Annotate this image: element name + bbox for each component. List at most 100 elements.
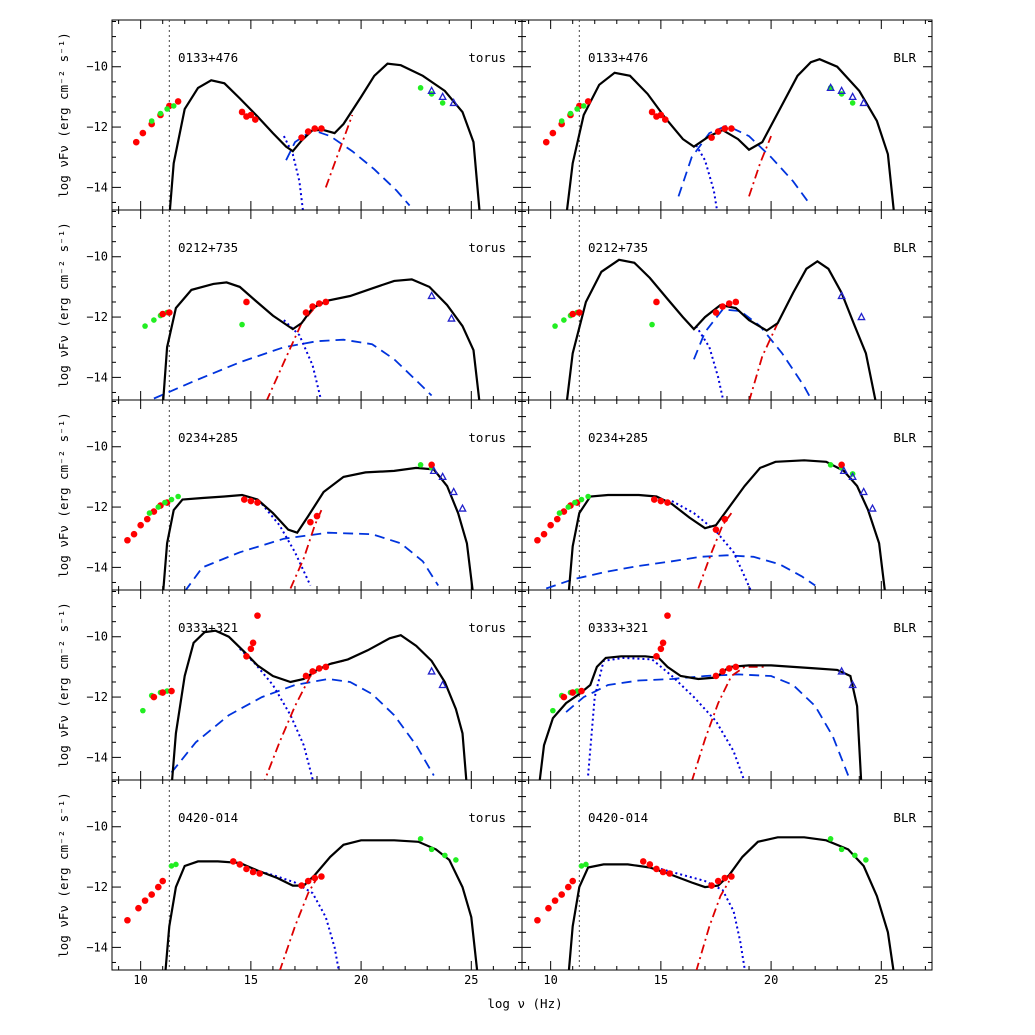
panel-source-label: 0333+321 bbox=[588, 620, 648, 635]
data-point bbox=[721, 125, 729, 132]
data-point bbox=[551, 897, 559, 904]
data-point bbox=[173, 861, 179, 868]
x-axis-title: log ν (Hz) bbox=[487, 996, 562, 1011]
plot-area bbox=[534, 836, 895, 970]
plot-area bbox=[140, 612, 468, 780]
y-axis-title: log νFν (erg cm⁻² s⁻¹) bbox=[56, 792, 71, 958]
data-point bbox=[254, 499, 261, 506]
panel-model-label: BLR bbox=[893, 240, 916, 255]
data-point bbox=[719, 668, 726, 675]
data-point bbox=[315, 300, 323, 307]
data-point bbox=[132, 138, 140, 146]
data-point bbox=[124, 536, 131, 544]
data-point bbox=[657, 111, 665, 119]
data-point bbox=[150, 693, 158, 701]
data-point bbox=[168, 687, 175, 695]
y-axis-title: log νFν (erg cm⁻² s⁻¹) bbox=[56, 222, 71, 388]
data-point bbox=[556, 510, 563, 516]
panel-model-label: torus bbox=[468, 50, 506, 65]
data-point bbox=[552, 323, 558, 329]
data-point bbox=[666, 870, 673, 877]
data-point bbox=[309, 303, 316, 310]
data-point bbox=[148, 891, 155, 898]
data-point-triangle bbox=[438, 92, 447, 101]
data-point bbox=[130, 530, 138, 538]
data-point-triangle bbox=[837, 291, 846, 300]
data-point bbox=[583, 861, 589, 868]
panel-frame bbox=[111, 779, 523, 971]
data-point bbox=[714, 128, 722, 135]
data-point bbox=[728, 873, 735, 880]
data-point bbox=[827, 836, 834, 842]
data-point bbox=[139, 129, 147, 137]
data-point bbox=[714, 877, 722, 885]
panel-model-label: torus bbox=[468, 810, 506, 825]
panel-source-label: 0133+476 bbox=[588, 50, 648, 65]
plot-area bbox=[132, 62, 481, 210]
data-point bbox=[240, 496, 248, 503]
data-point bbox=[661, 116, 669, 123]
y-tick-label: −14 bbox=[86, 560, 108, 574]
data-point bbox=[239, 321, 245, 328]
data-point bbox=[157, 110, 164, 117]
total-sed-line bbox=[565, 58, 895, 210]
disk-dashdot-line bbox=[263, 660, 344, 780]
data-point bbox=[302, 309, 310, 316]
y-tick-label: −10 bbox=[86, 250, 108, 264]
y-tick-label: −10 bbox=[86, 630, 108, 644]
data-point bbox=[124, 916, 131, 924]
data-point bbox=[549, 129, 557, 137]
data-point bbox=[534, 916, 541, 924]
data-point bbox=[247, 111, 255, 119]
disk-dashdot-line bbox=[748, 135, 772, 197]
y-axis-title: log νFν (erg cm⁻² s⁻¹) bbox=[56, 32, 71, 198]
disk-dashdot-line bbox=[695, 880, 730, 970]
data-point bbox=[236, 861, 244, 868]
data-point bbox=[721, 874, 729, 882]
data-point bbox=[141, 897, 149, 904]
panel-frame bbox=[521, 399, 933, 591]
panel-frame bbox=[111, 19, 523, 211]
data-point bbox=[243, 298, 250, 306]
y-tick-label: −12 bbox=[86, 310, 108, 324]
data-point bbox=[838, 846, 845, 853]
data-point-triangle bbox=[447, 313, 456, 322]
data-point bbox=[417, 85, 424, 91]
data-point-triangle bbox=[839, 465, 849, 475]
data-point bbox=[639, 858, 647, 865]
panel-source-label: 0234+285 bbox=[178, 430, 238, 445]
data-point bbox=[664, 612, 671, 619]
data-point bbox=[428, 461, 435, 469]
data-point bbox=[712, 672, 720, 680]
panel-source-label: 0333+321 bbox=[178, 620, 238, 635]
data-point-triangle bbox=[427, 85, 436, 95]
data-point-triangle bbox=[449, 98, 458, 107]
disk-dashdot-line bbox=[697, 512, 733, 589]
data-point bbox=[547, 521, 554, 529]
data-point bbox=[653, 298, 660, 306]
total-sed-line bbox=[538, 655, 863, 780]
total-sed-line bbox=[168, 62, 481, 210]
panel-model-label: BLR bbox=[893, 430, 916, 445]
data-point bbox=[453, 857, 459, 863]
data-point bbox=[174, 98, 182, 105]
y-tick-label: −12 bbox=[86, 690, 108, 704]
data-point bbox=[558, 891, 565, 898]
data-point bbox=[578, 687, 585, 695]
data-point-triangle bbox=[438, 680, 447, 689]
synchrotron-dotted-line bbox=[261, 503, 312, 586]
data-point-triangle bbox=[859, 98, 868, 107]
data-point bbox=[653, 653, 660, 660]
data-point-triangle bbox=[848, 472, 857, 481]
plot-area bbox=[552, 258, 877, 400]
x-tick-label: 15 bbox=[244, 973, 258, 987]
data-point-triangle bbox=[857, 312, 866, 321]
y-tick-label: −10 bbox=[86, 820, 108, 834]
data-point bbox=[648, 108, 656, 116]
data-point bbox=[322, 663, 330, 671]
x-tick-label: 15 bbox=[654, 973, 668, 987]
